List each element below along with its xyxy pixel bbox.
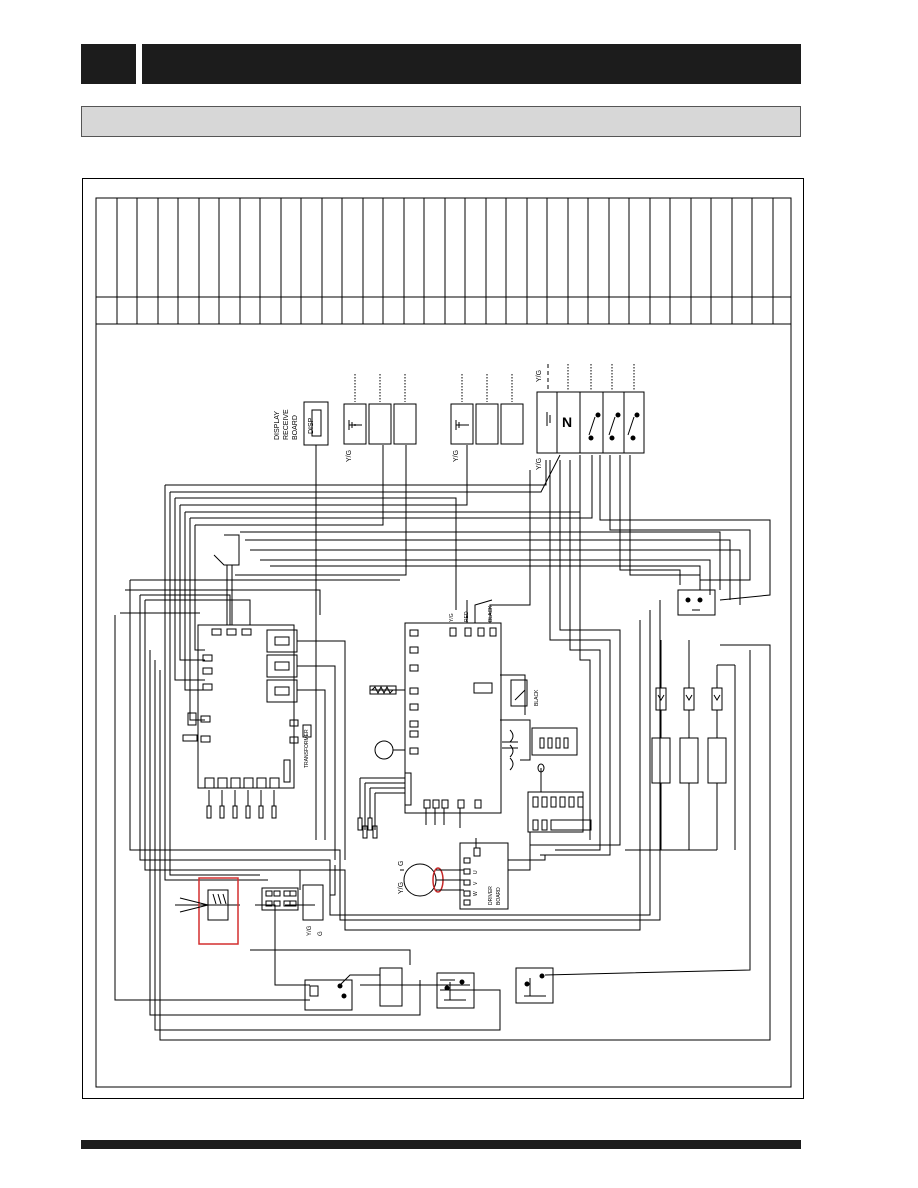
footer-bar xyxy=(81,1140,801,1149)
ground-label-left: Y/G xyxy=(346,450,353,462)
display-label-line-1: DISPLAY xyxy=(274,411,281,440)
display-receive-board: DISPLAY RECEIVE BOARD DISP xyxy=(274,401,329,840)
power-terminal-block: N Y/G Y/G xyxy=(536,364,645,470)
pcb-wire-label-1: Y/G xyxy=(449,613,455,622)
relay-label: BLACK xyxy=(534,689,540,706)
header-block-left xyxy=(81,44,136,84)
heaters xyxy=(625,589,736,851)
pcb-wire-label-3: BLACK xyxy=(488,605,494,622)
wiring-diagram-frame xyxy=(82,178,804,1099)
highlighted-connector xyxy=(179,877,239,945)
neutral-label: N xyxy=(562,414,572,430)
compressor: Y/G G xyxy=(398,861,464,897)
lowbox-ground-label: Y/G xyxy=(307,925,313,936)
display-label-line-3: BOARD xyxy=(292,415,299,440)
driver-board: DRIVER BOARD U V W xyxy=(459,832,546,910)
ground-label-bottom: Y/G xyxy=(536,458,543,470)
driver-label-2: BOARD xyxy=(496,887,502,905)
main-pcb: Y/G RED BLACK BLACK xyxy=(357,470,540,839)
driver-terminal-v: V xyxy=(473,881,479,885)
legend-columns xyxy=(116,198,774,324)
control-board: TRANSFORMER xyxy=(182,534,346,860)
terminal-group-middle: Y/G xyxy=(450,374,524,462)
wiring-harness xyxy=(114,445,771,1041)
section-title-bar xyxy=(81,106,801,137)
lowbox-ground: G xyxy=(318,931,324,936)
ground-label-middle: Y/G xyxy=(453,450,460,462)
header-block-right xyxy=(142,44,801,84)
inner-frame xyxy=(95,197,792,1088)
driver-terminal-w: W xyxy=(473,891,479,896)
compressor-ground: G xyxy=(398,861,405,866)
ground-label-top: Y/G xyxy=(536,370,543,382)
compressor-ground-label: Y/G xyxy=(398,882,405,894)
terminal-connector-block: Y/G G xyxy=(261,884,324,936)
terminal-group-left: Y/G xyxy=(343,374,417,462)
bottom-switches xyxy=(304,967,554,1011)
transformer-label: TRANSFORMER xyxy=(304,729,310,768)
display-label-line-2: RECEIVE xyxy=(283,409,290,440)
display-connector-label: DISP xyxy=(308,417,315,434)
driver-terminal-u: U xyxy=(473,870,479,874)
filter-board xyxy=(527,727,592,833)
driver-label-1: DRIVER xyxy=(488,886,494,905)
